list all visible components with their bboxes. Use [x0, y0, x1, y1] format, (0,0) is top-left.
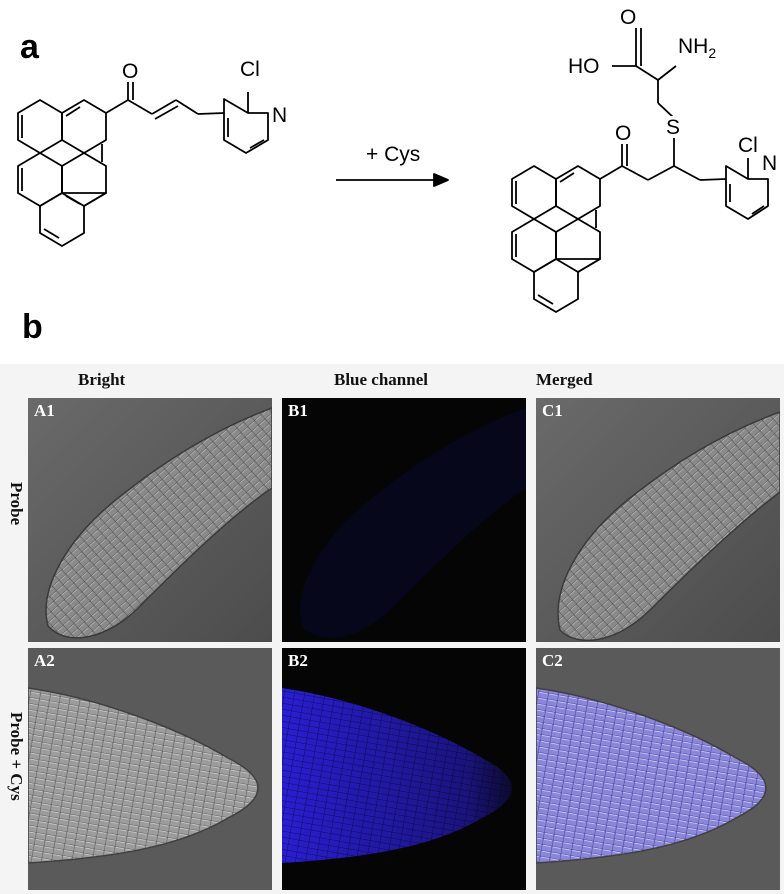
cell-label-b1: B1 [288, 401, 308, 420]
product-amine-label: NH2 [678, 35, 716, 61]
cell-label-c1: C1 [542, 401, 563, 420]
micrograph-c1: C1 [536, 398, 780, 642]
product-chain [599, 28, 701, 181]
product-hydroxyl-label: HO [568, 55, 600, 78]
micrograph-c2: C2 [536, 648, 780, 890]
cell-label-c2: C2 [542, 651, 563, 670]
cell-label-a2: A2 [34, 651, 55, 670]
reaction-arrow-head [433, 173, 449, 187]
product-sulfur-label: S [666, 116, 680, 139]
reaction-arrow-label: + Cys [366, 143, 420, 166]
product-chlorine-label: Cl [738, 134, 758, 157]
column-header-bright: Bright [78, 370, 126, 389]
micrograph-b1: B1 [282, 398, 526, 642]
product-pyridine-ring [699, 157, 769, 220]
cell-label-a1: A1 [34, 401, 55, 420]
reactant-pyridine-ring [197, 92, 269, 154]
row-header-probe: Probe [7, 482, 26, 526]
product-pyrene-ring [511, 165, 601, 313]
product-carboxyl-oxygen-label: O [620, 6, 636, 29]
reactant-nitrogen-label: N [272, 104, 287, 127]
row-header-probe-cys: Probe + Cys [7, 712, 26, 801]
reactant-chlorine-label: Cl [240, 58, 260, 81]
micrograph-a2: A2 [28, 648, 272, 890]
micrograph-a1: A1 [28, 398, 272, 642]
micrograph-b2: B2 [282, 648, 526, 890]
cell-label-b2: B2 [288, 651, 308, 670]
product-nitrogen-label: N [762, 152, 777, 175]
product-ketone-oxygen-label: O [615, 122, 631, 145]
column-header-blue-channel: Blue channel [334, 370, 428, 389]
panel-b-label: b [22, 308, 43, 346]
reactant-enone-chain [105, 82, 199, 120]
reactant-pyrene-ring [17, 99, 107, 247]
reactant-oxygen-label: O [122, 60, 138, 83]
panel-a-label: a [20, 28, 39, 66]
reaction-scheme: O Cl N + Cys O HO NH2 O S Cl N [17, 4, 782, 313]
column-header-merged: Merged [536, 370, 593, 389]
